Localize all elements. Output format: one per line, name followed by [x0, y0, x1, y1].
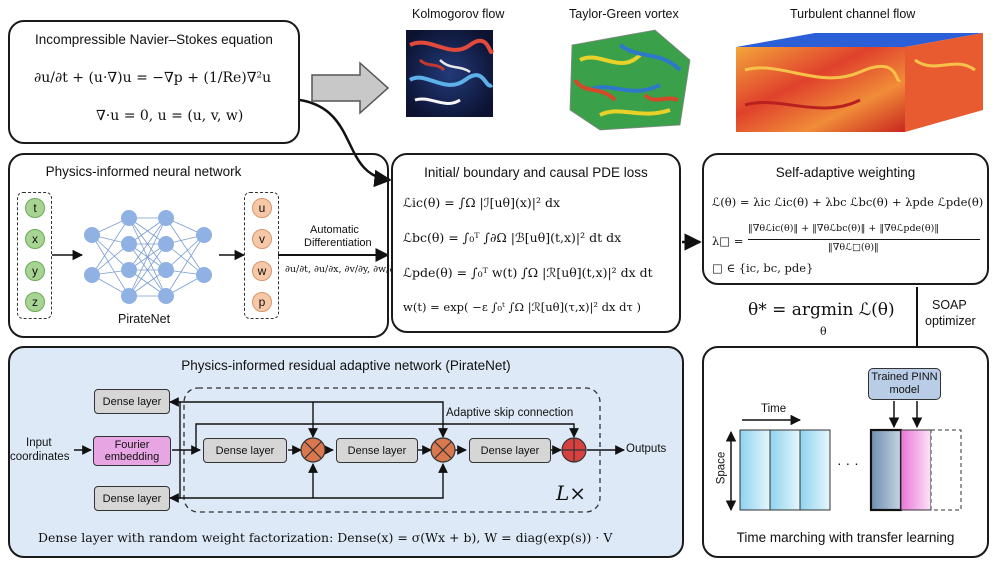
- fourier-line1: Fourier: [114, 439, 150, 451]
- output-node-v: v: [252, 229, 272, 249]
- autodiff-label-2: Differentiation: [304, 237, 372, 249]
- weighting-title: Self-adaptive weighting: [775, 165, 916, 180]
- output-node-w: w: [252, 261, 272, 281]
- trained-pinn-model: Trained PINN model: [868, 368, 941, 400]
- argmin-subscript: θ: [820, 325, 827, 338]
- ns-to-loss-arrow: [299, 98, 392, 188]
- outputs-label: Outputs: [626, 443, 667, 455]
- loss-title: Initial/ boundary and causal PDE loss: [424, 165, 648, 180]
- input-node-x: x: [25, 229, 45, 249]
- loss-causal-weight: w(t) = exp( −ε ∫₀ᵗ ∫Ω |ℛ[uθ](τ,x)|² dx d…: [403, 300, 642, 314]
- autodiff-label-1: Automatic: [310, 224, 359, 236]
- fourier-line2: embedding: [104, 451, 160, 463]
- dense-factorization-formula: Dense layer with random weight factoriza…: [38, 530, 613, 545]
- loss-panel: Initial/ boundary and causal PDE loss ℒi…: [391, 153, 681, 333]
- space-axis-label: Space: [715, 451, 728, 485]
- pinn-output-box: [244, 192, 279, 319]
- repeat-label: L×: [556, 481, 587, 505]
- piratenet-title: Physics-informed residual adaptive netwo…: [181, 358, 511, 373]
- input-coordinates-line2: coordinates: [10, 451, 70, 463]
- dense-layer-top: Dense layer: [94, 389, 170, 414]
- navier-stokes-panel: Incompressible Navier–Stokes equation ∂u…: [8, 20, 300, 144]
- input-node-y: y: [25, 261, 45, 281]
- taylor-green-label: Taylor-Green vortex: [569, 7, 679, 21]
- optimizer-label: optimizer: [925, 314, 976, 328]
- derivatives-label: ∂u/∂t, ∂u/∂x, ∂v/∂y, ∂w/∂z, ⋯: [285, 264, 415, 275]
- loss-bc: ℒbc(θ) = ∫₀ᵀ ∫∂Ω |ℬ[uθ](t,x)|² dt dx: [403, 230, 622, 245]
- lambda-numerator: ‖∇θℒic(θ)‖ + ‖∇θℒbc(θ)‖ + ‖∇θℒpde(θ)‖: [748, 223, 940, 234]
- piratenet-label: PirateNet: [118, 312, 171, 326]
- dense-layer-2: Dense layer: [336, 438, 418, 463]
- navier-stokes-continuity: ∇·u = 0, u = (u, v, w): [96, 108, 244, 124]
- loss-ic: ℒic(θ) = ∫Ω |ℐ[uθ](x)|² dx: [403, 195, 561, 210]
- navier-stokes-title: Incompressible Navier–Stokes equation: [35, 32, 273, 47]
- ellipsis-label: · · ·: [837, 455, 859, 471]
- nn-nodes: [84, 210, 212, 304]
- lambda-denominator: ‖∇θℒ□(θ)‖: [828, 242, 879, 253]
- soap-label: SOAP: [932, 298, 967, 312]
- dense-layer-1: Dense layer: [203, 438, 287, 463]
- flow-arrow: [311, 61, 390, 115]
- skip-connection-label: Adaptive skip connection: [446, 407, 574, 419]
- time-marching-title: Time marching with transfer learning: [736, 530, 955, 545]
- trained-line2: model: [889, 384, 920, 396]
- lambda-fraction-bar: [748, 239, 980, 240]
- lambda-lhs: λ□ =: [712, 234, 744, 248]
- output-node-p: p: [252, 292, 272, 312]
- weighting-total: ℒ(θ) = λic ℒic(θ) + λbc ℒbc(θ) + λpde ℒp…: [712, 195, 984, 209]
- channel-flow-label: Turbulent channel flow: [790, 7, 916, 21]
- pinn-panel: Physics-informed neural network: [8, 153, 389, 338]
- input-node-z: z: [25, 292, 45, 312]
- time-marching-panel: Time marching with transfer learning: [702, 346, 989, 558]
- trained-line1: Trained PINN: [871, 371, 938, 383]
- lambda-set: □ ∈ {ic, bc, pde}: [712, 261, 814, 275]
- pinn-input-box: [17, 192, 52, 319]
- input-node-t: t: [25, 198, 45, 218]
- argmin-expression: θ* = argmin ℒ(θ): [748, 300, 895, 320]
- fourier-embedding: Fourier embedding: [93, 436, 171, 466]
- dense-layer-bottom: Dense layer: [94, 486, 170, 511]
- dense-layer-3: Dense layer: [469, 438, 551, 463]
- output-node-u: u: [252, 198, 272, 218]
- pinn-title: Physics-informed neural network: [45, 164, 242, 179]
- time-axis-label: Time: [761, 403, 787, 415]
- loss-pde: ℒpde(θ) = ∫₀ᵀ w(t) ∫Ω |ℛ[uθ](t,x)|² dx d…: [403, 265, 653, 280]
- weighting-panel: Self-adaptive weighting ℒ(θ) = λic ℒic(θ…: [702, 153, 989, 285]
- navier-stokes-momentum: ∂u/∂t + (u·∇)u = −∇p + (1/Re)∇²u: [34, 70, 272, 86]
- input-coordinates-line1: Input: [26, 437, 52, 449]
- kolmogorov-label: Kolmogorov flow: [412, 7, 505, 21]
